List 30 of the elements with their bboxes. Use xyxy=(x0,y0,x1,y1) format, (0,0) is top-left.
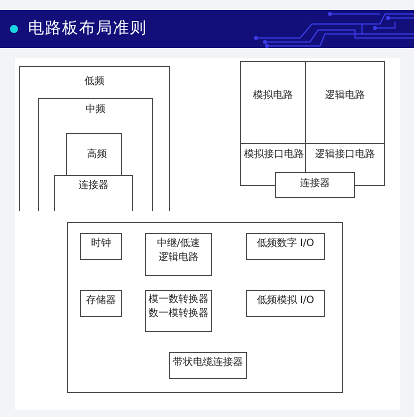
region-label: 中继/低速逻辑电路 xyxy=(156,237,202,265)
region-box xyxy=(80,233,122,260)
region-box xyxy=(19,66,170,211)
region-label: 时钟 xyxy=(90,237,112,251)
region-box xyxy=(246,233,325,260)
region-box xyxy=(38,98,153,211)
region-label: 逻辑电路 xyxy=(324,89,366,103)
region-box xyxy=(145,233,212,276)
region-box xyxy=(80,290,122,317)
region-label: 存储器 xyxy=(85,294,117,308)
board-outline xyxy=(67,222,343,393)
region-box xyxy=(66,133,122,175)
region-label: 连接器 xyxy=(78,179,110,193)
region-label: 低频 xyxy=(84,75,106,89)
region-label: 中频 xyxy=(84,103,106,117)
region-box xyxy=(246,290,325,317)
region-box xyxy=(169,352,247,379)
region-label: 低频数字 I/O xyxy=(256,237,316,251)
region-label: 模拟接口电路 xyxy=(243,148,305,162)
region-box xyxy=(275,172,355,198)
region-label: 带状电缆连接器 xyxy=(172,356,244,370)
region-label: 低频模拟 I/O xyxy=(256,294,316,308)
region-label: 高频 xyxy=(86,148,108,162)
region-label: 模一数转换器数一模转换器 xyxy=(148,293,210,321)
region-box xyxy=(54,175,133,211)
region-label: 连接器 xyxy=(299,177,331,191)
region-label: 模拟电路 xyxy=(252,89,294,103)
region-label: 逻辑接口电路 xyxy=(314,148,376,162)
title: 电路板布局准则 xyxy=(28,18,147,39)
region-box xyxy=(145,290,212,332)
